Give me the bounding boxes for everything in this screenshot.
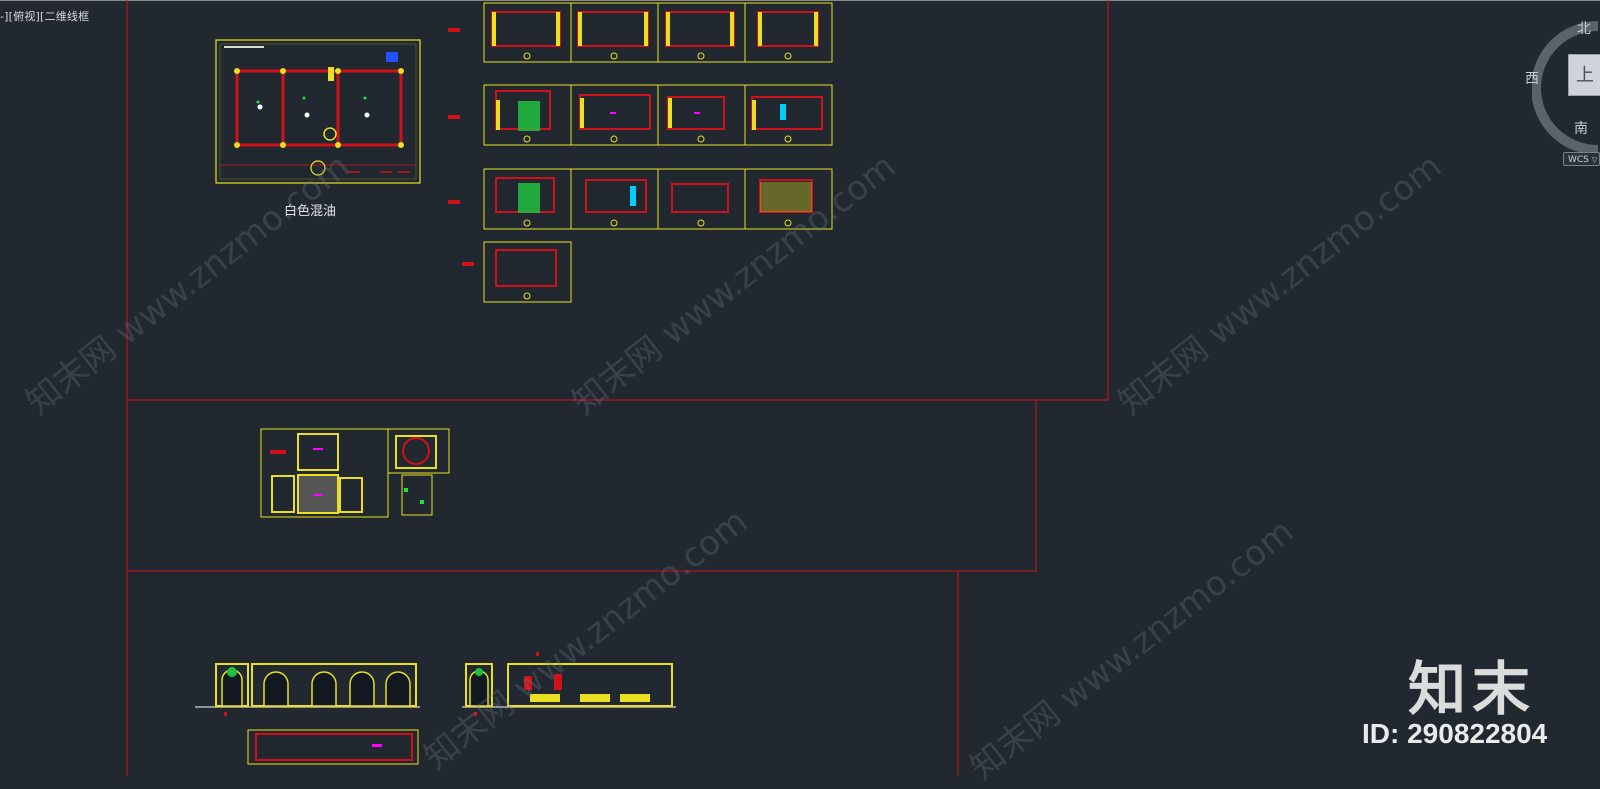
- compass-south[interactable]: 南: [1574, 121, 1588, 137]
- watermark-id: ID: 290822804: [1362, 718, 1548, 749]
- wcs-menu[interactable]: WCS▽: [1563, 152, 1600, 166]
- compass-north[interactable]: 北: [1577, 21, 1591, 37]
- elevation-row-1: [483, 2, 833, 63]
- arch-elevations[interactable]: [195, 652, 676, 765]
- elevation-sheets[interactable]: [448, 2, 833, 303]
- floor-plan-sheet[interactable]: [215, 39, 421, 184]
- elevation-row-4: [483, 241, 572, 303]
- compass-west[interactable]: 西: [1525, 71, 1539, 87]
- chevron-down-icon: ▽: [1591, 156, 1598, 164]
- detail-sheet-middle[interactable]: [260, 428, 450, 518]
- elevation-row-2: [483, 84, 833, 146]
- wcs-label: WCS: [1568, 155, 1589, 165]
- viewcube-top-face[interactable]: 上: [1568, 54, 1600, 96]
- elevation-row-3: [483, 168, 833, 230]
- watermark-logo: 知末: [1408, 655, 1537, 723]
- plan-caption: 白色混油: [284, 204, 337, 219]
- viewport-controls-label[interactable]: -][俯视][二维线框: [0, 10, 90, 23]
- viewcube-ring[interactable]: [1532, 18, 1600, 168]
